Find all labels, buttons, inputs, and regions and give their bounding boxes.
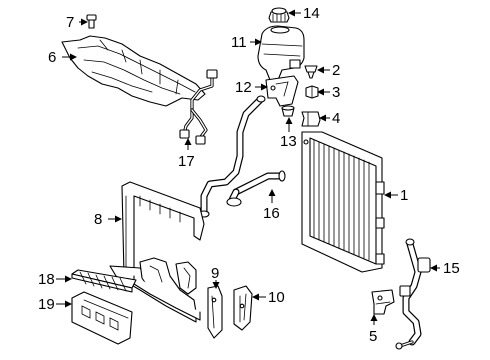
callout-4: 4 (332, 110, 340, 127)
callout-5: 5 (369, 328, 377, 345)
part-11-coolant-reservoir[interactable] (257, 25, 305, 81)
callout-3: 3 (332, 84, 340, 101)
part-1-radiator[interactable] (301, 131, 385, 273)
part-4-hose-clamp[interactable] (301, 111, 321, 127)
callout-17: 17 (178, 153, 195, 170)
callout-18: 18 (38, 271, 55, 288)
part-7-bolt[interactable] (86, 14, 97, 29)
callout-2: 2 (332, 62, 340, 79)
callout-9: 9 (211, 265, 219, 282)
callout-14: 14 (303, 5, 320, 22)
part-13-grommet[interactable] (281, 105, 295, 117)
part-16-radiator-hose[interactable] (198, 95, 286, 218)
callout-labels: 7 6 11 14 12 2 3 4 13 17 1 16 8 9 10 15 … (38, 5, 460, 345)
callout-12: 12 (235, 79, 252, 96)
part-12-bracket[interactable] (265, 75, 299, 107)
leader-lines (56, 9, 440, 325)
callout-8: 8 (94, 211, 102, 228)
callout-13: 13 (280, 133, 297, 150)
part-18-auxiliary-cooler[interactable] (71, 269, 137, 293)
part-19-cooler-cover[interactable] (71, 291, 133, 345)
part-9-side-bracket[interactable] (207, 285, 223, 339)
callout-16: 16 (263, 205, 280, 222)
part-15-lower-hose[interactable] (395, 238, 431, 350)
part-17-wiring-harness[interactable] (179, 69, 218, 145)
radiator-fins (313, 139, 370, 261)
callout-11: 11 (231, 34, 247, 51)
part-6-air-duct[interactable] (61, 35, 206, 107)
callout-15: 15 (443, 260, 460, 277)
part-5-mounting-bracket[interactable] (371, 289, 395, 315)
part-3-nut[interactable] (305, 85, 319, 99)
callout-10: 10 (268, 289, 285, 306)
callout-6: 6 (48, 49, 56, 66)
part-2-clip[interactable] (304, 65, 318, 79)
lower-beam-assembly[interactable] (133, 257, 201, 321)
part-14-reservoir-cap[interactable] (268, 7, 290, 23)
callout-1: 1 (400, 187, 408, 204)
callout-7: 7 (66, 14, 74, 31)
part-10-side-bracket[interactable] (233, 285, 253, 331)
callout-19: 19 (38, 296, 55, 313)
